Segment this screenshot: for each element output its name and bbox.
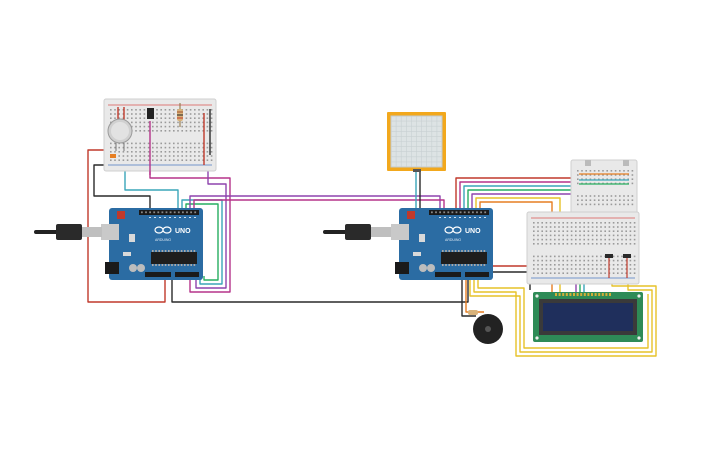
power-header bbox=[435, 272, 461, 277]
resistor-right-1[interactable] bbox=[605, 254, 613, 258]
reset-button[interactable] bbox=[117, 211, 125, 219]
keypad-touch-panel[interactable] bbox=[387, 112, 446, 172]
wire-magenta-cross-2[interactable] bbox=[193, 199, 445, 210]
power-header bbox=[145, 272, 171, 277]
wire-black-cross-gnd[interactable] bbox=[171, 278, 469, 303]
wire-purple-cross-1[interactable] bbox=[189, 195, 441, 210]
board-sub-label: ARDUINO bbox=[155, 238, 171, 242]
lcd-screen bbox=[543, 303, 633, 331]
wire-yellow-lcd-3[interactable] bbox=[477, 280, 649, 349]
wire-black-buzzer[interactable] bbox=[461, 280, 476, 317]
breadboard-holes bbox=[110, 109, 213, 161]
lcd-16x2[interactable] bbox=[533, 292, 643, 342]
pushbutton[interactable] bbox=[147, 108, 154, 119]
board-label: UNO bbox=[175, 228, 191, 235]
wire-black-left[interactable] bbox=[93, 164, 151, 210]
usb-port bbox=[391, 224, 409, 240]
reset-button[interactable] bbox=[407, 211, 415, 219]
usb-port bbox=[101, 224, 119, 240]
breadboard-right-lower[interactable] bbox=[526, 211, 640, 285]
breadboard-lower bbox=[526, 211, 640, 285]
usb-cable-right[interactable] bbox=[323, 224, 391, 240]
arduino-uno-left[interactable]: UNO ARDUINO bbox=[101, 208, 203, 280]
breadboard-holes bbox=[577, 170, 634, 206]
resistor-top-left[interactable] bbox=[177, 103, 183, 127]
board-label: UNO bbox=[465, 228, 481, 235]
board-sub-label: ARDUINO bbox=[445, 238, 461, 242]
digital-header bbox=[429, 210, 489, 215]
analog-header bbox=[175, 272, 199, 277]
piezo-buzzer[interactable] bbox=[468, 310, 503, 344]
power-jack bbox=[395, 262, 409, 274]
atmega-chip bbox=[151, 252, 197, 264]
wire-yellow-lcd-2[interactable] bbox=[473, 264, 657, 357]
usb-cable-left[interactable] bbox=[34, 224, 102, 240]
power-jack bbox=[105, 262, 119, 274]
buzzer-resistor[interactable] bbox=[468, 310, 478, 315]
keypad-grid bbox=[391, 116, 442, 167]
wire-purple-left-2[interactable] bbox=[195, 120, 227, 289]
breadboard-holes bbox=[533, 222, 636, 274]
breadboard-body bbox=[103, 98, 217, 172]
resistor-right-2[interactable] bbox=[623, 254, 631, 258]
gas-sensor[interactable] bbox=[107, 118, 133, 158]
breadboard-upper bbox=[570, 159, 638, 215]
atmega-chip bbox=[441, 252, 487, 264]
keypad-connector bbox=[413, 169, 421, 172]
lcd-pins bbox=[555, 293, 611, 296]
arduino-uno-right[interactable]: UNO ARDUINO bbox=[391, 208, 493, 280]
wire-red-left[interactable] bbox=[87, 149, 166, 303]
wire-red-right-1[interactable] bbox=[455, 168, 581, 210]
breadboard-right[interactable] bbox=[570, 159, 638, 215]
wire-green-left[interactable] bbox=[185, 203, 219, 281]
wire-teal-left-2[interactable] bbox=[181, 199, 223, 285]
analog-header bbox=[465, 272, 489, 277]
digital-header bbox=[139, 210, 199, 215]
wire-yellow-lcd-1[interactable] bbox=[469, 264, 653, 353]
breadboard-small-top-left[interactable] bbox=[103, 98, 217, 175]
